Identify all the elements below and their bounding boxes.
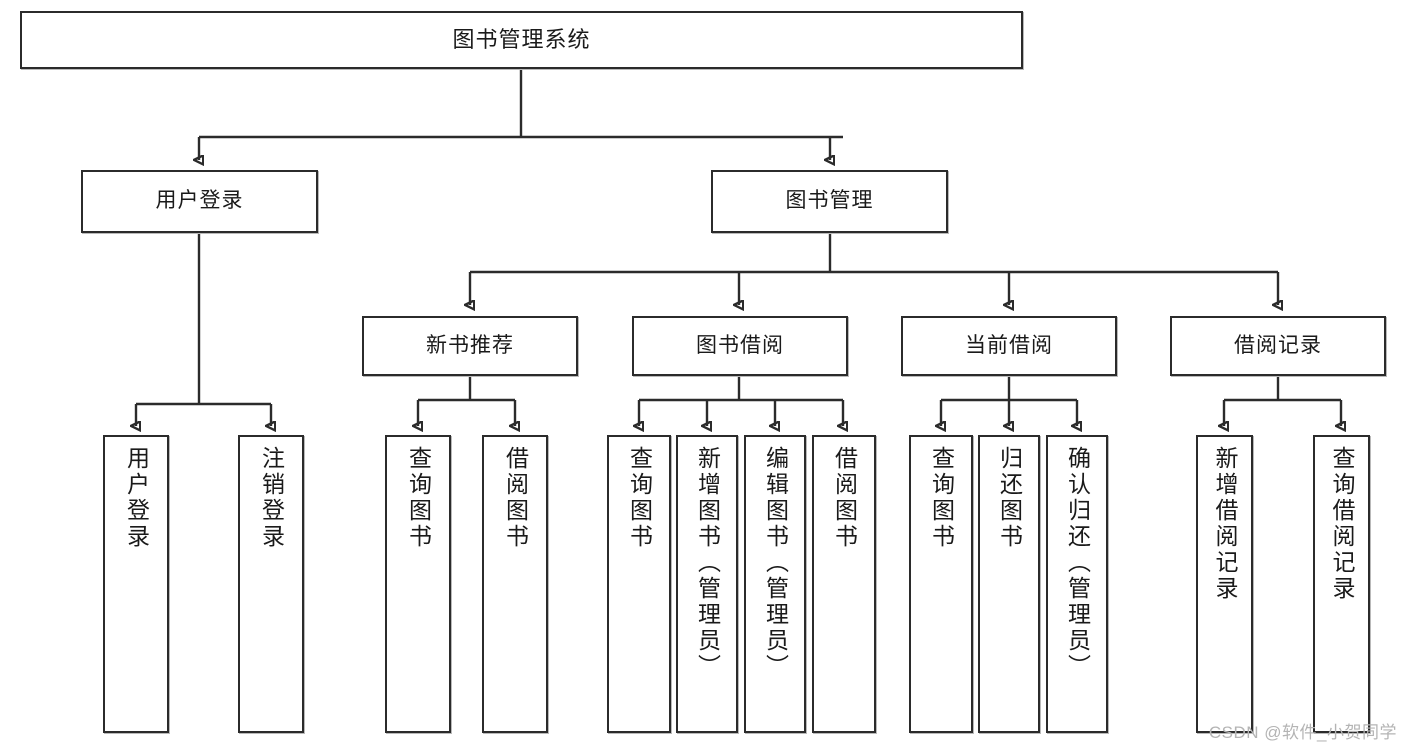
node-label: 查询图书 (928, 446, 955, 550)
leaf-book-borrow-edit-book-admin[interactable]: 编辑图书（管理员） (744, 435, 806, 733)
node-user-login[interactable]: 用户登录 (81, 170, 318, 233)
node-label: 图书管理系统 (452, 27, 591, 53)
node-label: 借阅记录 (1234, 333, 1322, 357)
leaf-book-borrow-add-book-admin[interactable]: 新增图书（管理员） (676, 435, 738, 733)
leaf-book-borrow-borrow-book[interactable]: 借阅图书 (812, 435, 876, 733)
leaf-book-borrow-query-book[interactable]: 查询图书 (607, 435, 671, 733)
node-label: 图书借阅 (696, 333, 784, 357)
node-label: 借阅图书 (831, 446, 858, 550)
leaf-borrow-record-query-record[interactable]: 查询借阅记录 (1313, 435, 1370, 733)
node-label: 当前借阅 (965, 333, 1053, 357)
node-label: 新书推荐 (426, 333, 514, 357)
leaf-current-borrow-confirm-return-admin[interactable]: 确认归还（管理员） (1046, 435, 1108, 733)
leaf-current-borrow-return-book[interactable]: 归还图书 (978, 435, 1040, 733)
node-new-book-recommend[interactable]: 新书推荐 (362, 316, 578, 376)
node-label: 查询图书 (405, 446, 432, 550)
node-label: 确认归还（管理员） (1064, 446, 1091, 680)
node-root-book-management-system[interactable]: 图书管理系统 (20, 11, 1023, 69)
node-book-borrow[interactable]: 图书借阅 (632, 316, 848, 376)
node-borrow-record[interactable]: 借阅记录 (1170, 316, 1386, 376)
leaf-borrow-record-add-record[interactable]: 新增借阅记录 (1196, 435, 1253, 733)
leaf-new-book-query-book[interactable]: 查询图书 (385, 435, 451, 733)
node-label: 用户登录 (155, 189, 244, 213)
leaf-user-login-logout[interactable]: 注销登录 (238, 435, 304, 733)
leaf-new-book-borrow-book[interactable]: 借阅图书 (482, 435, 548, 733)
node-label: 注销登录 (258, 446, 285, 550)
node-label: 新增图书（管理员） (694, 446, 721, 680)
node-label: 查询图书 (626, 446, 653, 550)
node-label: 用户登录 (123, 446, 150, 550)
leaf-user-login-login[interactable]: 用户登录 (103, 435, 169, 733)
node-label: 图书管理 (785, 189, 874, 213)
leaf-current-borrow-query-book[interactable]: 查询图书 (909, 435, 973, 733)
node-current-borrow[interactable]: 当前借阅 (901, 316, 1117, 376)
node-book-management[interactable]: 图书管理 (711, 170, 948, 233)
node-label: 查询借阅记录 (1329, 446, 1355, 602)
node-label: 归还图书 (996, 446, 1023, 550)
node-label: 编辑图书（管理员） (762, 446, 789, 680)
node-label: 借阅图书 (502, 446, 529, 550)
node-label: 新增借阅记录 (1212, 446, 1238, 602)
watermark-text: CSDN @软件_小贺同学 (1208, 723, 1397, 742)
